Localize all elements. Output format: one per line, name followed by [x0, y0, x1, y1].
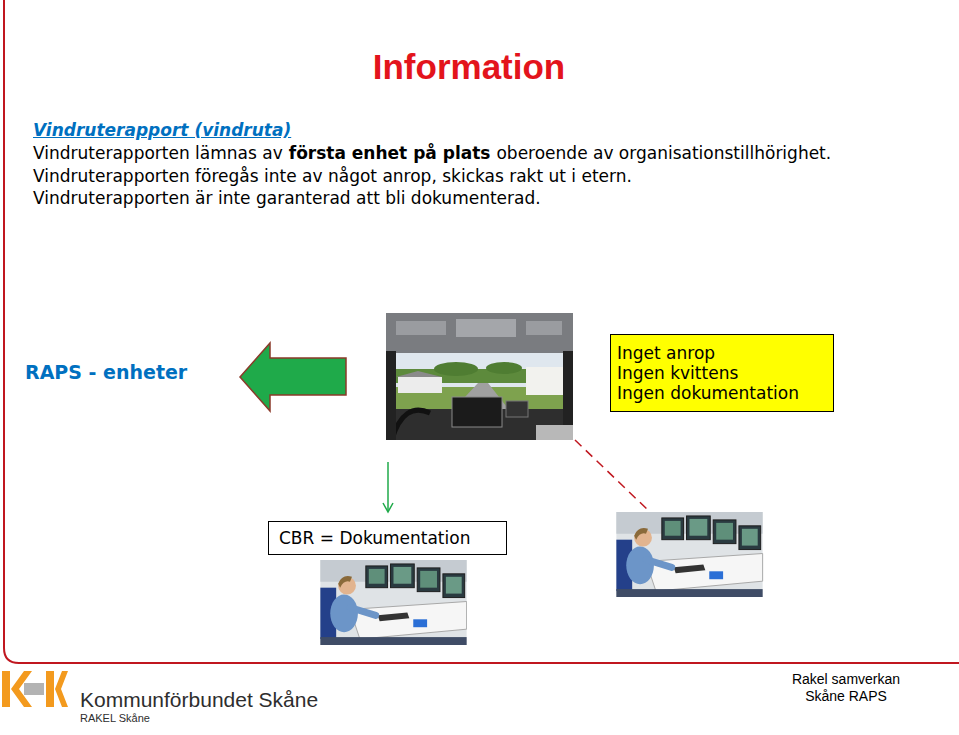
cab-pillar — [386, 351, 396, 440]
building — [398, 377, 442, 393]
slide-frame — [4, 0, 959, 663]
building — [526, 367, 564, 395]
slide-title: Information — [373, 47, 565, 87]
building-roof — [396, 371, 442, 377]
operator-photo — [616, 512, 762, 597]
note-box: Inget anropIngen kvittensIngen dokumenta… — [610, 334, 834, 412]
logo-bar — [2, 671, 10, 707]
green-down-arrow — [387, 462, 389, 511]
body-text: Vindruterapporten lämnas av — [33, 142, 283, 164]
process-box: CBR = Dokumentation — [268, 521, 507, 555]
body-text-bold: första enhet på plats — [289, 142, 491, 164]
dash-screen — [506, 401, 528, 417]
console-panel — [456, 319, 516, 337]
ksk-logo — [2, 671, 68, 707]
heading-link: Vindruterapport (vindruta) — [33, 119, 291, 141]
box-text: CBR = Dokumentation — [279, 527, 470, 549]
logo-shape — [55, 671, 68, 707]
body-text: oberoende av organisationstillhörighet. — [496, 142, 831, 164]
footer-text: Rakel samverkan — [792, 671, 900, 688]
body-text: Vindruterapporten är inte garanterad att… — [33, 187, 541, 209]
steering-wheel — [392, 410, 430, 439]
cab-interior — [386, 313, 573, 440]
footer-text: Skåne RAPS — [805, 688, 887, 705]
operator-photo — [320, 560, 466, 645]
trees — [434, 362, 478, 376]
body-text: Vindruterapporten föregås inte av något … — [33, 165, 632, 187]
box-text: Ingen dokumentation — [617, 383, 799, 403]
cab-console — [386, 313, 573, 353]
console-panel — [396, 321, 446, 335]
box-text: Ingen kvittens — [617, 363, 738, 383]
logo-bar — [46, 671, 54, 707]
org-name: Kommunförbundet Skåne — [80, 688, 318, 712]
green-down-arrowhead — [383, 503, 393, 512]
logo-shape — [24, 683, 44, 695]
raps-label: RAPS - enheter — [25, 360, 187, 384]
dash-screen — [452, 397, 502, 427]
org-subname: RAKEL Skåne — [80, 712, 150, 725]
trees — [486, 362, 522, 374]
red-dashed-line — [575, 440, 650, 512]
cab-photo — [386, 313, 573, 440]
console-panel — [526, 321, 562, 335]
seat — [536, 425, 573, 440]
box-text: Inget anrop — [617, 343, 715, 363]
green-arrow — [240, 343, 346, 411]
